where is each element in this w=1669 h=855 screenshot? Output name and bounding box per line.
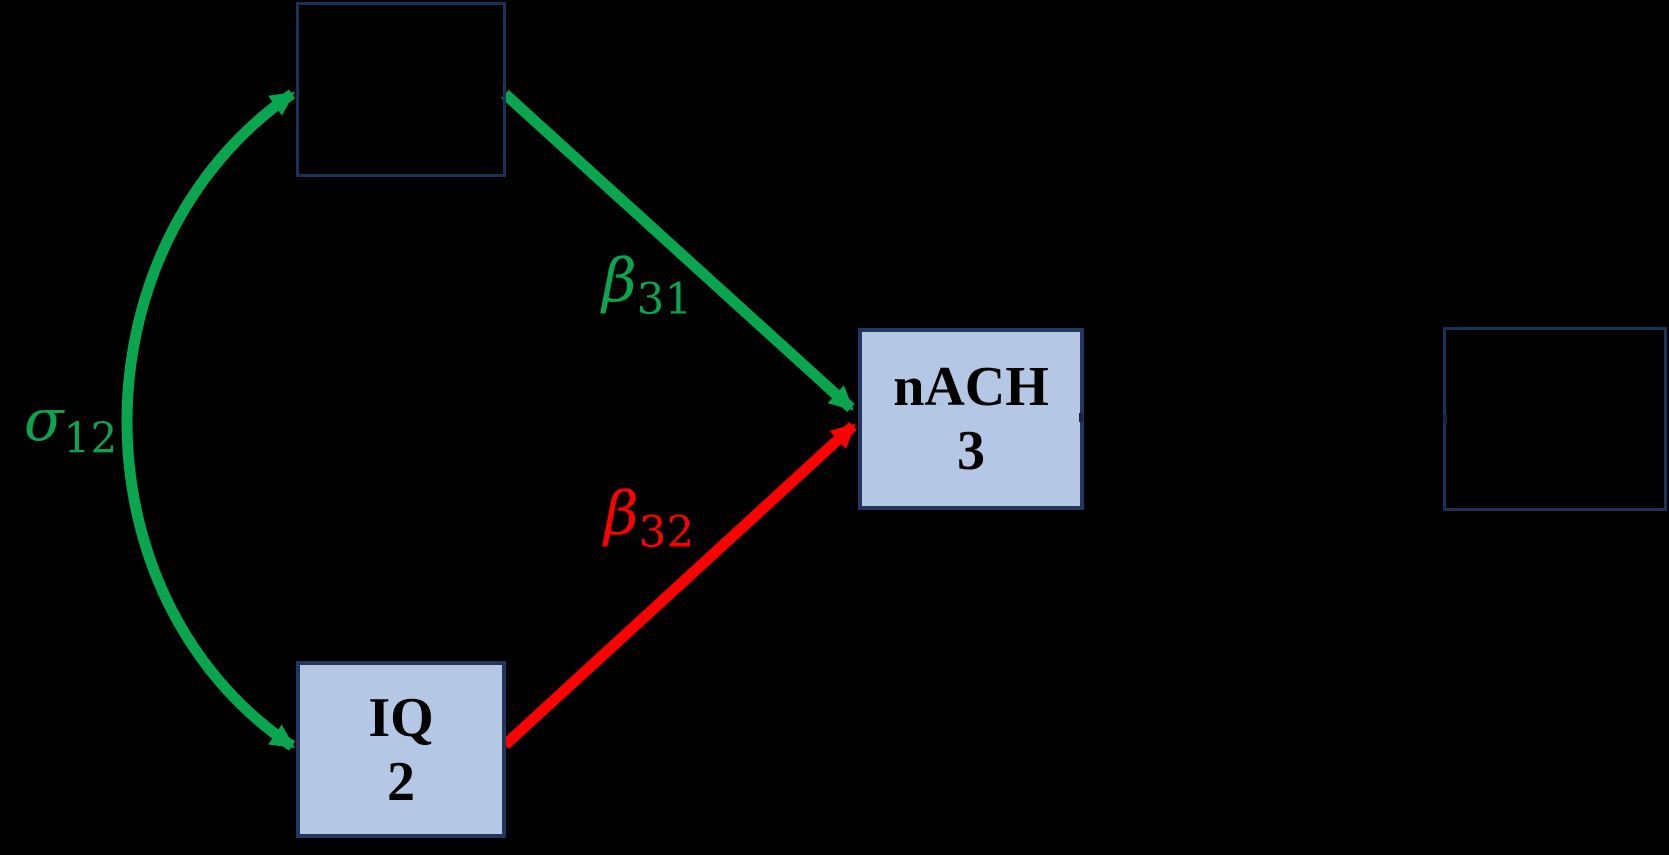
beta31-path-arrow (501, 89, 855, 413)
hidden-arrow-tip-artifact (1443, 414, 1447, 423)
sigma12-covariance-arrow (121, 89, 296, 751)
variable-box-right (1443, 327, 1667, 511)
sigma12-label: σ12 (24, 386, 118, 463)
variable-box-nach: nACH 3 (858, 328, 1084, 510)
beta32-path-arrow (501, 421, 857, 750)
beta31-label: β31 (602, 246, 693, 325)
sigma12-base: σ (24, 386, 64, 454)
variable-box-top-left (296, 2, 506, 177)
beta31-base: β (602, 246, 637, 316)
beta32-base: β (604, 479, 639, 549)
iq-number: 2 (387, 750, 415, 813)
iq-label: IQ (368, 686, 434, 749)
nach-number: 3 (957, 420, 985, 482)
beta32-label: β32 (604, 479, 695, 558)
beta31-subscript: 31 (636, 274, 693, 325)
sigma12-subscript: 12 (63, 413, 118, 463)
hidden-arrow-tip-artifact (1079, 413, 1083, 422)
variable-box-iq: IQ 2 (296, 661, 506, 838)
beta32-subscript: 32 (638, 507, 695, 558)
nach-label: nACH (893, 356, 1049, 418)
